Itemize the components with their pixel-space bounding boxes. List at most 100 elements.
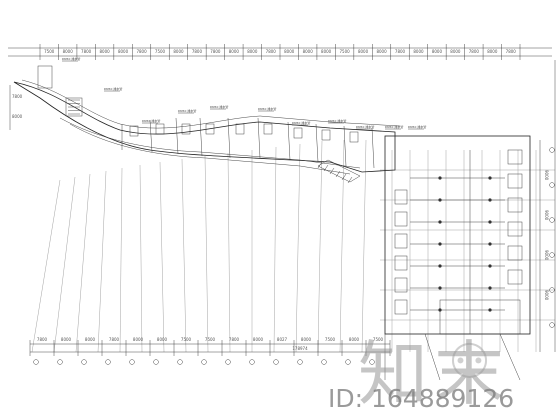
bottom-dimension-label: 8000 xyxy=(61,337,72,342)
pipe-node xyxy=(488,286,492,290)
room-note: DN50 排水管 xyxy=(142,118,160,123)
ramp-hatch xyxy=(317,161,323,169)
bottom-dimension-label: 8000 xyxy=(349,337,360,342)
pipe-node xyxy=(488,176,492,180)
pipe-node xyxy=(438,286,442,290)
pipe-node xyxy=(488,198,492,202)
bottom-total-label: 178974 xyxy=(292,346,308,351)
pipe-node xyxy=(438,242,442,246)
top-dimension-label: 8000 xyxy=(173,49,184,54)
axis-bubble xyxy=(201,359,207,365)
axis-bubble xyxy=(273,359,279,365)
bottom-dimension-label: 8000 xyxy=(133,337,144,342)
axis-bubble xyxy=(81,359,87,365)
grid-line-vertical xyxy=(204,155,209,353)
dimension-lines: 7500 8000 7800 8000 8000 7800 7500 8000 7800 7800… xyxy=(8,44,552,356)
top-dimension-label: 8000 xyxy=(358,49,369,54)
axis-bubble xyxy=(549,182,555,188)
axis-bubble xyxy=(345,359,351,365)
axis-bubble xyxy=(297,359,303,365)
pipe-node xyxy=(488,308,492,312)
axis-bubble xyxy=(177,359,183,365)
curved-wing-inner-line xyxy=(21,79,401,129)
wet-room xyxy=(321,129,331,141)
top-dimension-label: 8000 xyxy=(432,49,443,54)
unit-right xyxy=(507,173,523,189)
top-dimension-label: 7500 xyxy=(340,49,351,54)
axis-bubble xyxy=(549,217,555,223)
top-dimension-label: 8000 xyxy=(284,49,295,54)
pipe-node xyxy=(438,220,442,224)
top-dimension-label: 8000 xyxy=(229,49,240,54)
grid-line-vertical xyxy=(159,161,165,353)
curved-wing-outline xyxy=(13,81,396,173)
unit-right xyxy=(507,149,523,165)
grid-line-vertical xyxy=(361,139,367,353)
ramp-hatch xyxy=(341,173,347,181)
axis-bubble xyxy=(249,359,255,365)
top-dimension-label: 8000 xyxy=(100,49,111,54)
wet-room xyxy=(129,125,139,137)
wet-room xyxy=(181,123,191,135)
wet-room xyxy=(263,123,273,135)
room-note: DN50 排水管 xyxy=(356,124,374,129)
pipe-node xyxy=(438,264,442,268)
top-dimension-label: 7800 xyxy=(506,49,517,54)
axis-bubble xyxy=(129,359,135,365)
unit-left xyxy=(394,277,408,293)
ramp-hatch xyxy=(335,170,341,178)
right-dimension-label: 9000 xyxy=(544,170,549,181)
lower-room xyxy=(439,299,521,335)
shop-partition xyxy=(371,127,375,169)
stair-core-left xyxy=(37,65,53,89)
grid-line-vertical xyxy=(75,173,91,353)
bottom-dimension-label: 8000 xyxy=(85,337,96,342)
right-dimension-label: 9000 xyxy=(544,290,549,301)
pipe-node xyxy=(488,264,492,268)
top-dimension-label: 7800 xyxy=(210,49,221,54)
top-dimension-label: 8000 xyxy=(487,49,498,54)
unit-left xyxy=(394,299,408,315)
unit-right xyxy=(507,197,523,213)
top-dimension-label: 8000 xyxy=(450,49,461,54)
top-dimension-label: 7800 xyxy=(469,49,480,54)
bottom-dimension-label: 8000 xyxy=(253,337,264,342)
shop-partition xyxy=(315,123,319,163)
bottom-dimension-label: 7800 xyxy=(109,337,120,342)
right-dimension-label: 9000 xyxy=(544,210,549,221)
ramp-hatch xyxy=(323,164,329,172)
shop-partition xyxy=(149,119,153,153)
top-dimension-label: 8000 xyxy=(413,49,424,54)
unit-left xyxy=(394,189,408,205)
grid-line-vertical xyxy=(181,158,187,353)
grid-line-vertical xyxy=(227,152,231,353)
grid-line-vertical xyxy=(31,179,61,353)
room-note: DN50 排水管 xyxy=(178,108,196,113)
pipe-node xyxy=(438,308,442,312)
right-block-extension xyxy=(384,333,521,381)
unit-left xyxy=(394,233,408,249)
room-partitions xyxy=(121,117,523,315)
top-dimension-label: 7500 xyxy=(155,49,166,54)
bottom-dimension-label: 8000 xyxy=(301,337,312,342)
top-dimension-label: 8000 xyxy=(321,49,332,54)
top-dimension-label: 8000 xyxy=(376,49,387,54)
pipe-node xyxy=(438,176,442,180)
wet-room xyxy=(349,131,359,143)
top-dimension-label: 7800 xyxy=(395,49,406,54)
grid-line-vertical xyxy=(317,140,323,353)
axis-bubble xyxy=(225,359,231,365)
bottom-dimension-label: 7500 xyxy=(373,337,384,342)
axis-bubble xyxy=(549,287,555,293)
drain-pipes xyxy=(410,150,505,334)
top-dimension-label: 8000 xyxy=(303,49,314,54)
wet-room xyxy=(235,123,245,135)
grid-line-vertical xyxy=(97,170,107,353)
left-dimension-label: 8000 xyxy=(12,114,23,119)
top-dimension-label: 7800 xyxy=(192,49,203,54)
wet-room xyxy=(205,123,215,135)
unit-right xyxy=(507,269,523,285)
axis-bubble xyxy=(549,322,555,328)
